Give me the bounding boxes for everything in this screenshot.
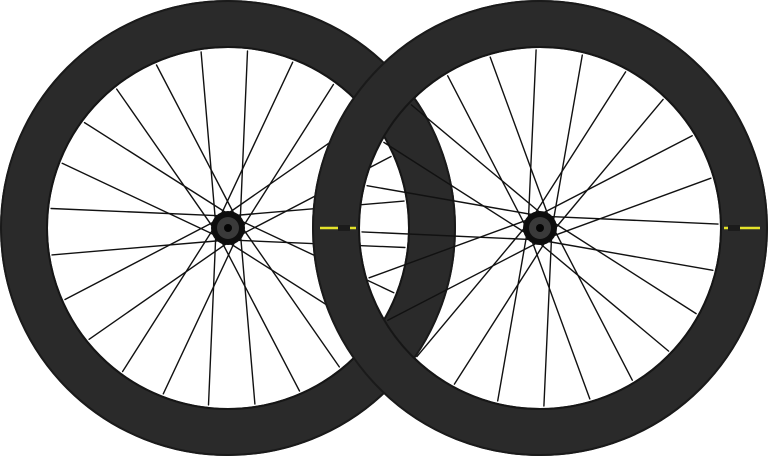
- spoke: [361, 231, 533, 241]
- spoke: [220, 239, 301, 392]
- spoke: [533, 71, 627, 217]
- spoke: [241, 83, 335, 229]
- spoke: [50, 207, 222, 217]
- spoke: [366, 184, 536, 216]
- rim-outer-edge: [312, 0, 768, 456]
- axle: [536, 224, 544, 232]
- spokes: [50, 50, 406, 406]
- spoke: [489, 56, 550, 218]
- spoke: [552, 54, 583, 224]
- rim-outer-edge: [0, 0, 456, 456]
- rim-decal: [320, 225, 760, 231]
- spoke: [551, 221, 697, 315]
- spoke: [540, 134, 693, 215]
- spoke: [200, 51, 217, 223]
- spoke: [530, 238, 591, 400]
- rear-wheel: [0, 0, 456, 456]
- spoke: [241, 226, 340, 368]
- spoke: [207, 234, 217, 406]
- spoke: [543, 235, 553, 407]
- front-wheel: [312, 0, 768, 456]
- spoke: [537, 241, 670, 352]
- spoke: [550, 177, 712, 238]
- spoke: [383, 141, 529, 235]
- axle: [224, 224, 232, 232]
- decal-logo-right: [728, 225, 740, 231]
- spoke: [121, 227, 215, 373]
- spoke: [115, 88, 215, 230]
- spoke: [61, 162, 218, 237]
- spoke: [447, 75, 527, 228]
- spoke: [155, 64, 236, 217]
- spoke: [410, 104, 543, 215]
- spoke: [387, 241, 540, 321]
- rim-inner-edge: [358, 46, 722, 410]
- spoke: [416, 225, 527, 358]
- spoke: [553, 228, 633, 381]
- spoke: [368, 218, 530, 279]
- spoke: [162, 238, 237, 395]
- decal-logo-left: [338, 225, 350, 231]
- rim: [0, 0, 456, 456]
- spoke: [64, 220, 217, 301]
- spoke: [547, 215, 719, 225]
- spoke: [88, 241, 230, 340]
- spoke: [527, 49, 537, 221]
- spoke: [219, 61, 294, 218]
- spoke: [83, 121, 229, 215]
- spoke: [239, 233, 256, 405]
- spoke: [497, 232, 528, 402]
- spoke: [453, 239, 547, 385]
- spoke: [51, 239, 223, 256]
- rim-inner-edge: [46, 46, 410, 410]
- spoke: [553, 98, 664, 231]
- spoke: [239, 50, 249, 222]
- spokes: [361, 49, 719, 407]
- spoke: [544, 240, 714, 271]
